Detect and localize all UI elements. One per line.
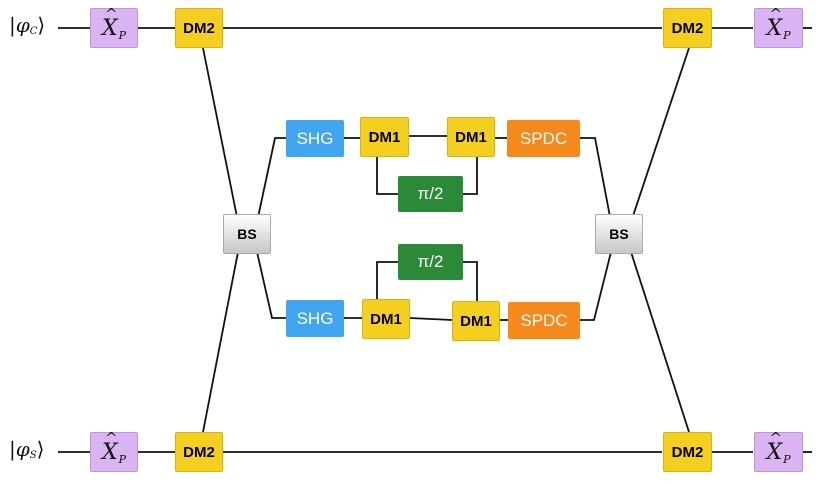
dm2-top-left: DM2 bbox=[175, 8, 223, 48]
xp-symbol: X bbox=[102, 5, 118, 41]
diag-bottom-left bbox=[202, 251, 239, 433]
xp-subscript: P bbox=[118, 28, 127, 42]
xp-operator-top-right: XP bbox=[754, 5, 803, 48]
spdc-upper: SPDC bbox=[507, 120, 580, 157]
dm2-bottom-left: DM2 bbox=[175, 432, 223, 472]
input-top-symbol: φ bbox=[15, 13, 30, 37]
spdc-lower: SPDC bbox=[508, 302, 580, 339]
lower-phase-out bbox=[463, 261, 478, 301]
bs-left-to-shg-bottom bbox=[256, 251, 286, 319]
spdc-top-to-bs-right bbox=[580, 137, 612, 223]
shg-upper: SHG bbox=[286, 120, 344, 157]
shg-lower: SHG bbox=[286, 300, 344, 337]
lower-dm1-dm1 bbox=[409, 317, 453, 321]
dm1-lower-right: DM1 bbox=[452, 301, 500, 341]
dm2-top-right: DM2 bbox=[663, 8, 712, 48]
beam-splitter-left: BS bbox=[223, 214, 271, 254]
xp-symbol: X bbox=[102, 429, 118, 465]
xp-subscript: P bbox=[783, 28, 791, 42]
xp-operator-bottom-left: XP bbox=[90, 429, 138, 472]
upper-phase-in bbox=[376, 157, 398, 195]
beam-splitter-right: BS bbox=[595, 214, 643, 254]
xp-operator-bottom-right: XP bbox=[754, 429, 803, 472]
xp-symbol: X bbox=[766, 5, 782, 41]
input-bottom-symbol: φ bbox=[15, 437, 30, 461]
dm2-bottom-right: DM2 bbox=[663, 432, 712, 472]
lower-phase-in bbox=[376, 261, 398, 299]
bs-left-to-shg-top bbox=[256, 137, 286, 223]
diag-top-right bbox=[630, 47, 690, 223]
xp-subscript: P bbox=[118, 452, 127, 466]
diag-top-left bbox=[202, 47, 239, 223]
xp-subscript: P bbox=[783, 452, 791, 466]
diag-bottom-right bbox=[630, 251, 690, 433]
input-top-subscript: C bbox=[29, 25, 38, 37]
xp-symbol: X bbox=[766, 429, 782, 465]
dm1-lower-left: DM1 bbox=[362, 299, 410, 339]
spdc-bottom-to-bs-right bbox=[580, 251, 612, 321]
xp-operator-top-left: XP bbox=[90, 5, 138, 48]
dm1-upper-left: DM1 bbox=[360, 117, 409, 157]
dm1-upper-right: DM1 bbox=[447, 117, 495, 157]
phase-shifter-lower: π/2 bbox=[398, 244, 463, 280]
upper-phase-out bbox=[463, 157, 478, 195]
input-bottom-subscript: S bbox=[29, 449, 37, 461]
phase-shifter-upper: π/2 bbox=[398, 176, 463, 212]
